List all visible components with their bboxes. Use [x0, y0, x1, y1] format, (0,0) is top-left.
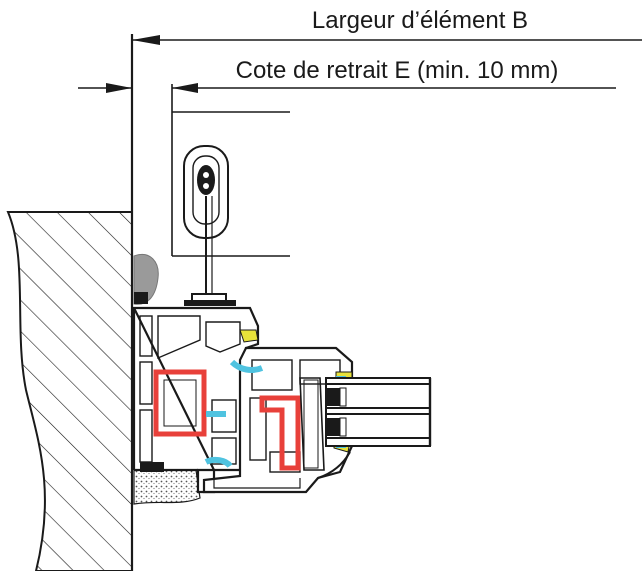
foam-filler — [133, 469, 201, 505]
dimension-setback-e: Cote de retrait E (min. 10 mm) — [78, 57, 616, 112]
shutter-bracket — [171, 111, 290, 306]
sash-drip-curve — [317, 451, 351, 479]
dimension-width-b: Largeur d’élément B — [132, 7, 642, 45]
gasket-yellow-top — [239, 329, 259, 343]
arrowhead-icon — [132, 35, 160, 45]
gasket-blue-1 — [229, 359, 264, 373]
label-width-b: Largeur d’élément B — [312, 7, 528, 34]
sash-profile — [202, 346, 354, 494]
sealing-tape-bottom — [140, 462, 164, 472]
gasket-blue-3 — [204, 456, 233, 468]
arrowhead-icon — [106, 83, 132, 93]
label-setback-e: Cote de retrait E (min. 10 mm) — [236, 57, 559, 84]
frame-profile — [132, 306, 260, 494]
glazing-unit — [325, 377, 432, 447]
sealing-tape-top — [134, 292, 148, 304]
masonry-wall — [6, 211, 133, 571]
arrowhead-icon — [172, 83, 198, 93]
hinge-knob-icon — [197, 165, 215, 195]
reinforcement-frame — [153, 369, 207, 437]
reinforcement-sash — [259, 395, 301, 471]
